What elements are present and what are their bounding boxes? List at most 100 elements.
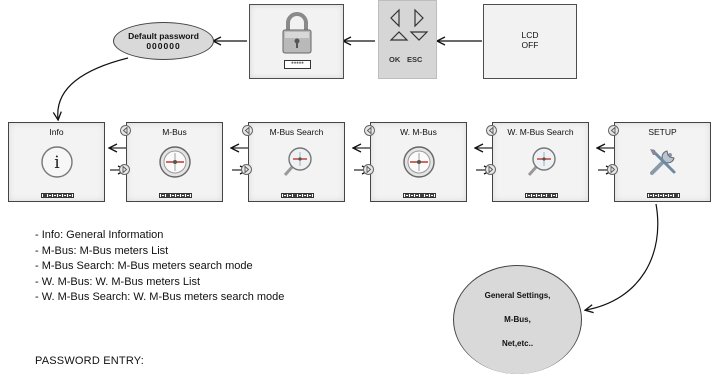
- menu-card-m-bus-search[interactable]: M-Bus Search: [248, 122, 345, 202]
- up-key-icon[interactable]: [389, 31, 409, 41]
- page-indicator-dot: [181, 194, 185, 197]
- nav-left-button[interactable]: [364, 125, 375, 136]
- menu-card-title: W. M-Bus: [400, 127, 437, 137]
- chevron-right-icon: [488, 165, 494, 174]
- page-indicator-dot: [542, 194, 546, 197]
- gauge-icon: [158, 145, 192, 179]
- page-indicator-dot: [649, 194, 653, 197]
- page-indicator: [647, 193, 680, 198]
- page-indicator: [403, 193, 436, 198]
- page-indicator-dot: [186, 194, 190, 197]
- page-indicator-dot: [161, 194, 165, 197]
- default-password-title: Default password: [128, 31, 199, 41]
- menu-card-m-bus[interactable]: M-Bus: [126, 122, 223, 202]
- legend-item: - M-Bus: M-Bus meters List: [35, 244, 169, 257]
- page-indicator-dot: [410, 194, 414, 197]
- left-key-icon[interactable]: [390, 8, 400, 28]
- down-key-icon[interactable]: [409, 31, 429, 41]
- chevron-left-icon: [122, 126, 128, 135]
- page-indicator-dot: [63, 194, 67, 197]
- page-indicator-dot: [308, 194, 312, 197]
- menu-card-title: Info: [49, 127, 64, 137]
- nav-left-button[interactable]: [486, 125, 497, 136]
- chevron-right-icon: [244, 165, 250, 174]
- page-indicator: [525, 193, 558, 198]
- keypad-arrows: [389, 8, 429, 41]
- nav-right-button[interactable]: [607, 164, 618, 175]
- page-indicator-dot: [420, 194, 424, 197]
- keypad: OK ESC: [378, 0, 437, 79]
- lcd-line1: LCD: [521, 30, 539, 40]
- chevron-right-icon: [366, 165, 372, 174]
- default-password-bubble: Default password 000000: [113, 22, 214, 60]
- menu-card-info[interactable]: Info i: [8, 122, 105, 202]
- chevron-right-icon: [122, 165, 128, 174]
- page-indicator-dot: [303, 194, 307, 197]
- ok-key-label[interactable]: OK: [389, 55, 401, 64]
- esc-key-label[interactable]: ESC: [407, 55, 423, 64]
- padlock-icon: [282, 12, 312, 54]
- settings-line1: General Settings,: [484, 291, 551, 300]
- legend-item: - W. M-Bus Search: W. M-Bus meters searc…: [35, 291, 285, 303]
- page-indicator-dot: [654, 194, 658, 197]
- page-indicator: [41, 193, 74, 198]
- page-indicator-dot: [532, 194, 536, 197]
- menu-card-title: M-Bus Search: [269, 127, 324, 137]
- right-key-icon[interactable]: [414, 8, 424, 28]
- password-field[interactable]: *****: [284, 60, 311, 69]
- nav-left-button[interactable]: [608, 125, 619, 136]
- info-icon: i: [40, 145, 74, 179]
- page-indicator: [281, 193, 314, 198]
- page-indicator-dot: [669, 194, 673, 197]
- password-entry-heading: PASSWORD ENTRY:: [35, 355, 144, 367]
- page-indicator-dot: [283, 194, 287, 197]
- legend-item: - W. M-Bus: W. M-Bus meters List: [35, 275, 201, 288]
- password-field-mask: *****: [291, 61, 304, 68]
- page-indicator-dot: [288, 194, 292, 197]
- nav-left-button[interactable]: [120, 125, 131, 136]
- page-indicator-dot: [664, 194, 668, 197]
- page-indicator-dot: [53, 194, 57, 197]
- settings-bubble: General Settings, M-Bus, Net,etc..: [453, 265, 582, 374]
- magnifier-gauge-icon: [524, 145, 558, 179]
- chevron-right-icon: [610, 165, 616, 174]
- nav-right-button[interactable]: [241, 164, 252, 175]
- tools-icon: [646, 145, 680, 179]
- page-indicator-dot: [430, 194, 434, 197]
- settings-line2: M-Bus,: [504, 315, 531, 324]
- chevron-left-icon: [488, 126, 494, 135]
- chevron-left-icon: [244, 126, 250, 135]
- page-indicator-dot: [68, 194, 72, 197]
- page-indicator-dot: [674, 194, 678, 197]
- legend-item: - M-Bus Search: M-Bus meters search mode: [35, 260, 253, 272]
- menu-card-w-m-bus[interactable]: W. M-Bus: [370, 122, 467, 202]
- nav-right-button[interactable]: [119, 164, 130, 175]
- page-indicator-dot: [176, 194, 180, 197]
- menu-card-w-m-bus-search[interactable]: W. M-Bus Search: [492, 122, 589, 202]
- nav-right-button[interactable]: [363, 164, 374, 175]
- page-indicator-dot: [405, 194, 409, 197]
- legend-item: - Info: General Information: [35, 229, 164, 241]
- page-indicator-dot: [547, 194, 551, 197]
- page-indicator: [159, 193, 192, 198]
- lcd-line2: OFF: [521, 40, 539, 50]
- page-indicator-dot: [43, 194, 47, 197]
- page-indicator-dot: [293, 194, 297, 197]
- page-indicator-dot: [415, 194, 419, 197]
- page-indicator-dot: [166, 194, 170, 197]
- lcd-off-box: LCD OFF: [483, 4, 577, 79]
- menu-card-title: W. M-Bus Search: [507, 127, 574, 137]
- menu-card-title: M-Bus: [162, 127, 187, 137]
- lock-screen: *****: [249, 4, 344, 79]
- page-indicator-dot: [659, 194, 663, 197]
- menu-card-title: SETUP: [648, 127, 677, 137]
- nav-right-button[interactable]: [485, 164, 496, 175]
- settings-line3: Net,etc..: [501, 339, 534, 348]
- nav-left-button[interactable]: [242, 125, 253, 136]
- gauge-icon: [402, 145, 436, 179]
- default-password-value: 000000: [146, 41, 181, 51]
- svg-text:i: i: [54, 153, 60, 173]
- menu-card-setup[interactable]: SETUP: [614, 122, 711, 202]
- chevron-left-icon: [366, 126, 372, 135]
